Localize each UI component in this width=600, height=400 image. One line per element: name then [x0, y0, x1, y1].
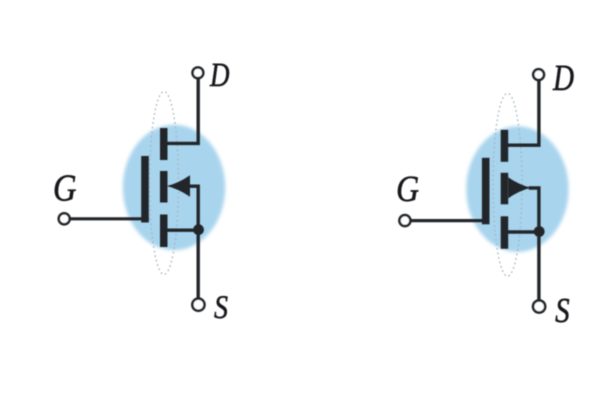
- svg-text:G: G: [396, 169, 419, 210]
- svg-text:S: S: [214, 290, 228, 326]
- svg-text:S: S: [555, 291, 570, 330]
- svg-text:D: D: [552, 58, 574, 99]
- svg-text:G: G: [53, 168, 77, 210]
- svg-text:D: D: [209, 57, 230, 94]
